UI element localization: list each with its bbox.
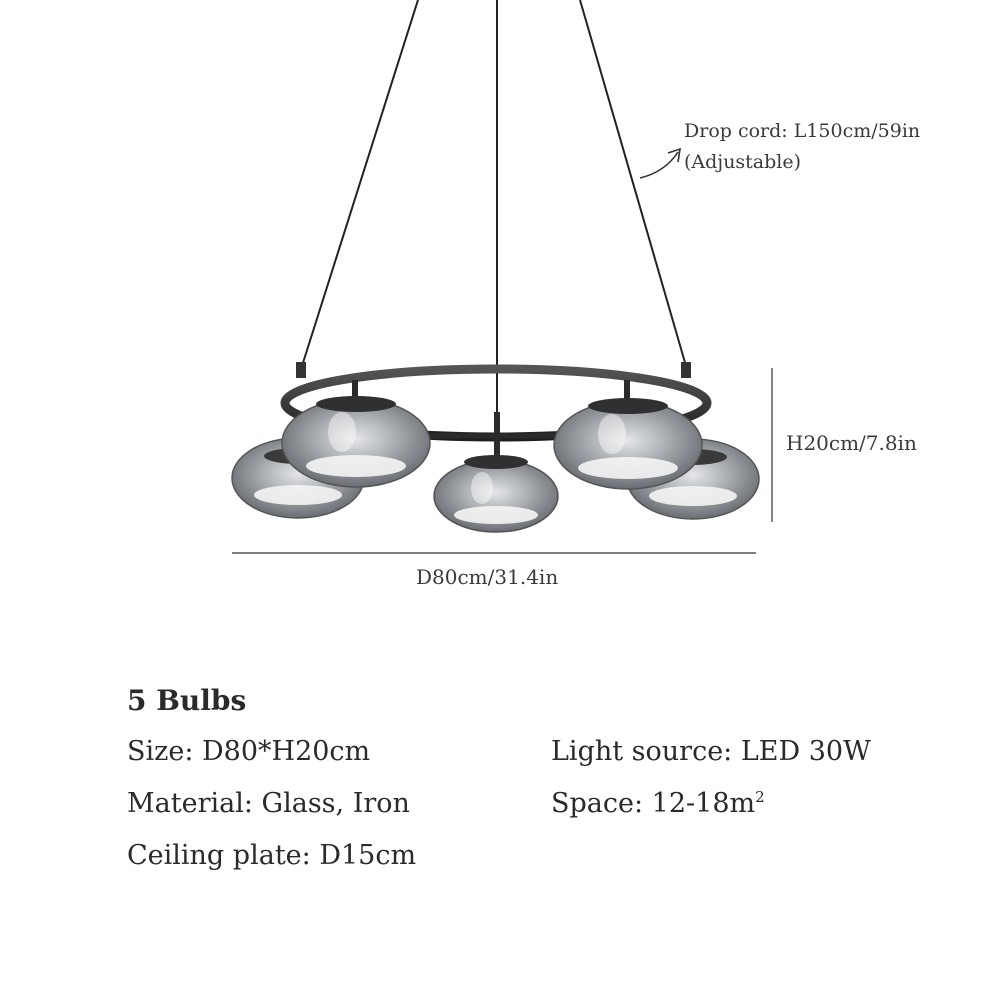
spec-size: Size: D80*H20cm [127, 736, 371, 767]
spec-light-source: Light source: LED 30W [551, 736, 871, 767]
drop-cord-note: (Adjustable) [684, 151, 802, 173]
left-cable [301, 0, 419, 367]
pendant-lamp-illustration [231, 0, 773, 554]
right-cable [579, 0, 687, 367]
diameter-label: D80cm/31.4in [416, 565, 559, 589]
lamp-front-left [281, 380, 431, 488]
center-stem [494, 412, 500, 457]
spec-title: 5 Bulbs [127, 684, 247, 717]
spec-space-text: Space: 12-18m [551, 788, 756, 819]
spec-space: Space: 12-18m2 [551, 788, 765, 819]
lamp-center [433, 455, 559, 533]
left-clamp [296, 362, 306, 378]
lamp-front-right [553, 380, 703, 490]
spec-ceiling-plate: Ceiling plate: D15cm [127, 840, 417, 871]
spec-space-unit-superscript: 2 [755, 788, 765, 806]
drop-cord-arrowhead [667, 147, 681, 163]
spec-material: Material: Glass, Iron [127, 788, 410, 819]
right-clamp [681, 362, 691, 378]
drop-cord-label: Drop cord: L150cm/59in [684, 120, 921, 142]
drop-cord-arrow [639, 151, 679, 179]
height-label: H20cm/7.8in [786, 431, 917, 455]
